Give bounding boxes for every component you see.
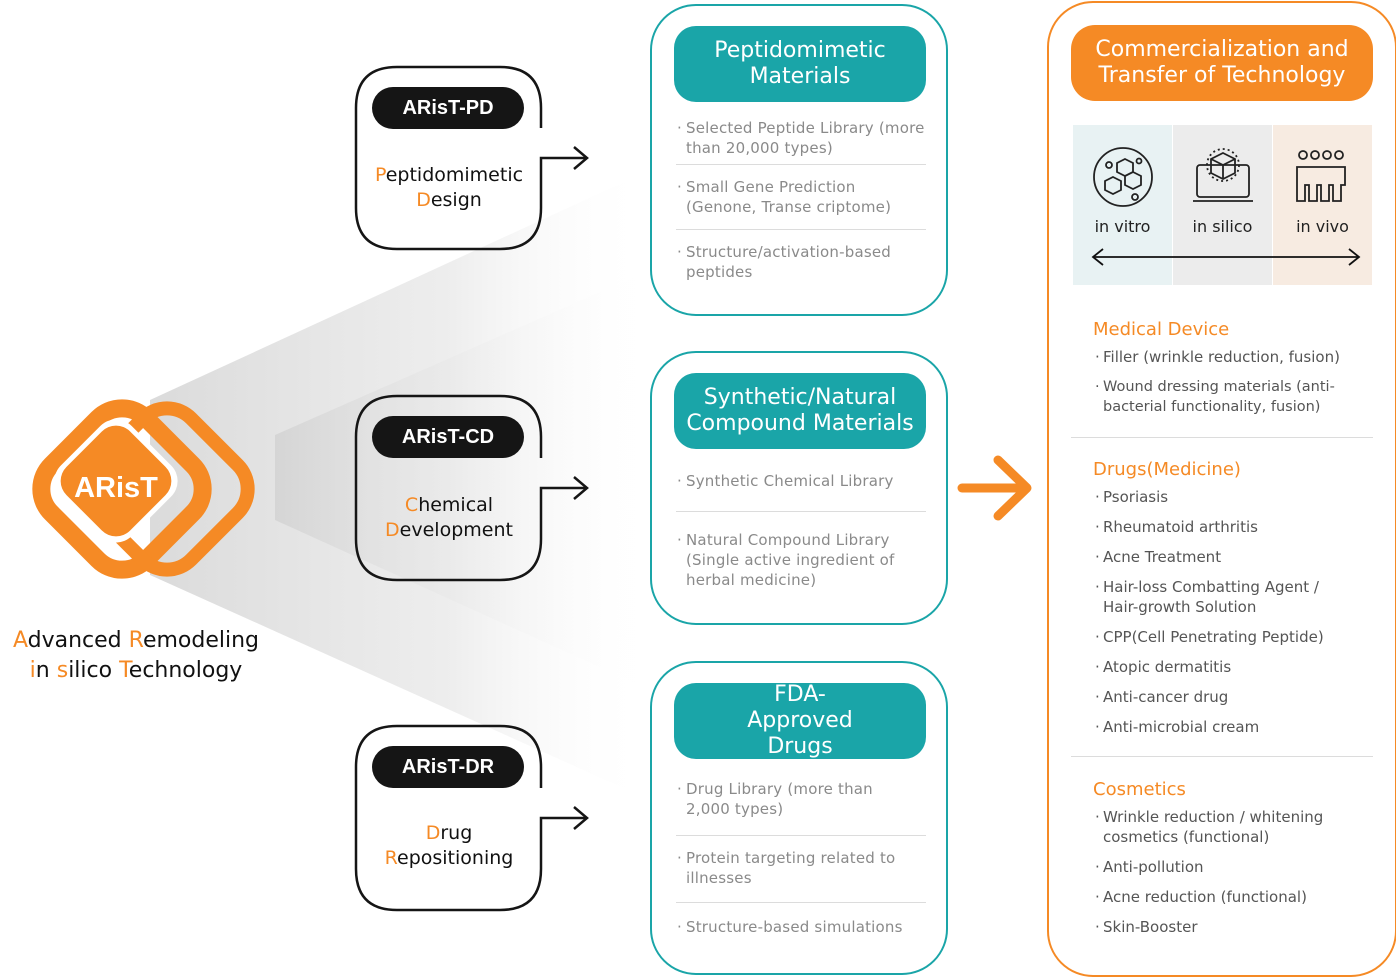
list-item: Structure/activation-based peptides xyxy=(676,242,926,282)
tagline: Advanced Remodeling in silico Technology xyxy=(0,626,272,686)
list-item: Drug Library (more than 2,000 types) xyxy=(676,779,926,835)
tagline-line-1: Advanced Remodeling xyxy=(12,628,260,653)
module-pill: ARisT-DR xyxy=(372,746,524,788)
list-item: Small Gene Prediction (Genone, Transe cr… xyxy=(676,177,926,229)
materials-title: Peptidomimetic Materials xyxy=(674,26,926,102)
arist-logo xyxy=(32,399,255,579)
module-description: Chemical Development xyxy=(385,494,513,541)
module-pill: ARisT-CD xyxy=(372,416,524,458)
divider xyxy=(676,511,926,512)
list-item: Rheumatoid arthritis xyxy=(1095,517,1393,537)
list-item: Anti-pollution xyxy=(1095,857,1393,877)
tile-in-vivo: in vivo xyxy=(1273,125,1372,285)
divider xyxy=(1071,437,1373,438)
list-item: Hair-loss Combatting Agent / Hair-growth… xyxy=(1095,577,1353,617)
list-item: Selected Peptide Library (more than 20,0… xyxy=(676,118,926,164)
list-item: Wrinkle reduction / whitening cosmetics … xyxy=(1095,807,1363,847)
list-item: Filler (wrinkle reduction, fusion) xyxy=(1095,347,1393,367)
module-frames xyxy=(354,65,543,912)
list-item: Acne reduction (functional) xyxy=(1095,887,1393,907)
divider xyxy=(676,835,926,836)
divider xyxy=(676,902,926,903)
list-item: Wound dressing materials (anti-bacterial… xyxy=(1095,377,1393,417)
list-item: Anti-cancer drug xyxy=(1095,687,1393,707)
module-arist-dr: ARisT-DR Drug Repositioning xyxy=(356,726,542,908)
divider xyxy=(676,164,926,165)
module-arist-pd: ARisT-PD Peptidomimetic Design xyxy=(356,67,542,249)
commercialization-panel: Commercialization and Transfer of Techno… xyxy=(1047,1,1396,977)
materials-list: Selected Peptide Library (more than 20,0… xyxy=(676,118,926,282)
tile-label: in vivo xyxy=(1296,217,1349,236)
module-description: Peptidomimetic Design xyxy=(374,164,524,211)
module-pill: ARisT-PD xyxy=(372,87,524,129)
section-title-medical-device: Medical Device xyxy=(1093,319,1230,340)
section-title-drugs: Drugs(Medicine) xyxy=(1093,459,1241,480)
light-beam-inner xyxy=(275,270,650,690)
people-icon xyxy=(1296,150,1346,202)
list-item: Psoriasis xyxy=(1095,487,1393,507)
divider xyxy=(1071,756,1373,757)
list-item: Acne Treatment xyxy=(1095,547,1393,567)
laptop-cube-icon xyxy=(1193,148,1253,202)
materials-peptidomimetic: Peptidomimetic Materials Selected Peptid… xyxy=(650,4,948,316)
transfer-arrow-icon xyxy=(957,455,1032,521)
logo-text: ARisT xyxy=(74,472,158,504)
materials-list: Drug Library (more than 2,000 types) Pro… xyxy=(676,779,926,937)
tile-label: in silico xyxy=(1192,217,1253,236)
materials-list: Synthetic Chemical Library Natural Compo… xyxy=(676,471,926,590)
list-item: Synthetic Chemical Library xyxy=(676,471,926,511)
materials-compound: Synthetic/Natural Compound Materials Syn… xyxy=(650,351,948,625)
list-item: CPP(Cell Penetrating Peptide) xyxy=(1095,627,1393,647)
section-title-cosmetics: Cosmetics xyxy=(1093,779,1186,800)
tile-in-silico: in silico xyxy=(1173,125,1272,285)
molecule-icon xyxy=(1093,147,1153,207)
list-item: Structure-based simulations xyxy=(676,917,926,937)
divider xyxy=(676,229,926,230)
materials-fda-drugs: FDA-Approved Drugs Drug Library (more th… xyxy=(650,661,948,975)
module-description: Drug Repositioning xyxy=(384,822,514,869)
tile-label: in vitro xyxy=(1094,217,1151,236)
list-item: Protein targeting related to illnesses xyxy=(676,848,926,902)
module-arrows xyxy=(539,146,589,848)
list-item: Skin-Booster xyxy=(1095,917,1393,937)
module-arist-cd: ARisT-CD Chemical Development xyxy=(356,396,542,578)
materials-title: Synthetic/Natural Compound Materials xyxy=(674,373,926,449)
tagline-line-2: in silico Technology xyxy=(29,658,243,683)
list-item: Anti-microbial cream xyxy=(1095,717,1393,737)
list-item: Natural Compound Library (Single active … xyxy=(676,530,926,590)
tile-in-vitro: in vitro xyxy=(1073,125,1172,285)
materials-title: FDA-Approved Drugs xyxy=(674,682,926,759)
commercialization-title: Commercialization and Transfer of Techno… xyxy=(1071,25,1373,101)
list-item: Atopic dermatitis xyxy=(1095,657,1393,677)
double-arrow-icon xyxy=(1091,248,1361,266)
